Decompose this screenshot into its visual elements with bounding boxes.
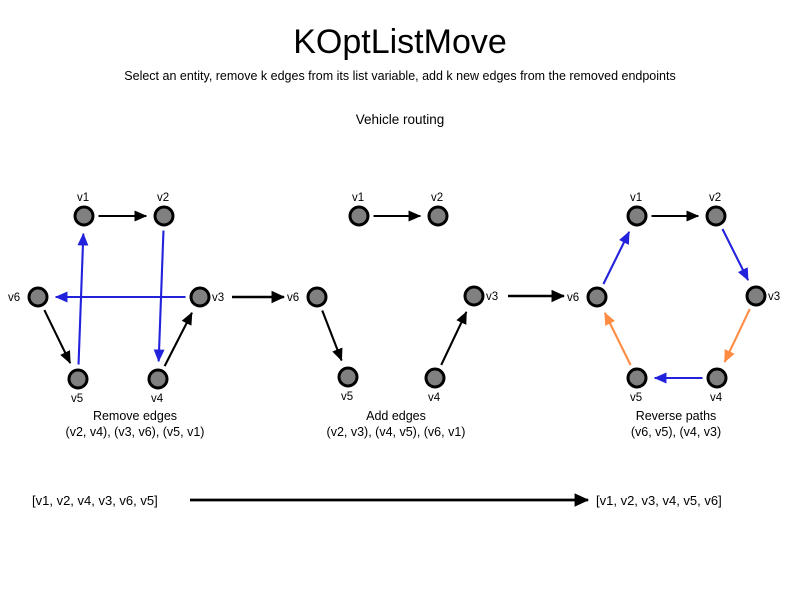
- node-label-panel-reverse-v1: v1: [630, 192, 643, 204]
- edge-panel-reverse-v5-v6: [603, 312, 632, 366]
- node-panel-add-v2[interactable]: [427, 205, 449, 227]
- caption-title-panel-remove: Remove edges: [92, 409, 178, 423]
- edge-panel-reverse-v3-v4: [723, 308, 751, 363]
- node-label-panel-remove-v5: v5: [71, 393, 84, 405]
- caption-detail-panel-add: (v2, v3), (v4, v5), (v6, v1): [326, 425, 466, 439]
- node-label-panel-remove-v3: v3: [212, 292, 225, 304]
- node-label-panel-remove-v2: v2: [157, 192, 170, 204]
- node-panel-add-v4[interactable]: [424, 367, 446, 389]
- caption-detail-panel-reverse: (v6, v5), (v4, v3): [630, 425, 722, 439]
- node-panel-reverse-v5[interactable]: [626, 367, 648, 389]
- node-label-panel-add-v6: v6: [287, 292, 300, 304]
- node-panel-remove-v2[interactable]: [153, 205, 175, 227]
- edge-panel-add-v6-v5: [321, 310, 343, 362]
- node-label-panel-add-v3: v3: [486, 291, 499, 303]
- list-before: [v1, v2, v4, v3, v6, v5]: [32, 493, 158, 508]
- edges-layer: [43, 210, 751, 384]
- node-panel-remove-v5[interactable]: [67, 368, 89, 390]
- node-panel-remove-v4[interactable]: [147, 368, 169, 390]
- node-panel-reverse-v4[interactable]: [706, 367, 728, 389]
- node-panel-reverse-v6[interactable]: [586, 286, 608, 308]
- node-panel-add-v1[interactable]: [348, 205, 370, 227]
- node-label-panel-add-v1: v1: [352, 192, 365, 204]
- caption-detail-panel-remove: (v2, v4), (v3, v6), (v5, v1): [65, 425, 205, 439]
- node-label-panel-remove-v1: v1: [77, 192, 90, 204]
- node-panel-reverse-v3[interactable]: [745, 285, 767, 307]
- edge-panel-reverse-v6-v1: [602, 231, 631, 285]
- node-label-panel-remove-v4: v4: [151, 393, 164, 405]
- page-title: KOptListMove: [293, 23, 507, 61]
- edge-panel-reverse-v2-v3: [721, 228, 750, 281]
- list-after: [v1, v2, v3, v4, v5, v6]: [596, 493, 722, 508]
- transitions-layer: [232, 289, 566, 304]
- node-panel-remove-v1[interactable]: [73, 205, 95, 227]
- node-label-panel-reverse-v2: v2: [709, 192, 722, 204]
- caption-title-panel-reverse: Reverse paths: [635, 409, 717, 423]
- node-panel-reverse-v1[interactable]: [626, 205, 648, 227]
- node-panel-reverse-v2[interactable]: [705, 205, 727, 227]
- node-label-panel-reverse-v6: v6: [567, 292, 580, 304]
- edge-panel-remove-v6-v5: [43, 309, 72, 364]
- node-label-panel-add-v2: v2: [431, 192, 444, 204]
- edge-panel-remove-v2-v4: [153, 230, 165, 363]
- node-panel-add-v6[interactable]: [306, 286, 328, 308]
- edge-panel-remove-v4-v3: [163, 312, 193, 367]
- node-panel-remove-v6[interactable]: [27, 286, 49, 308]
- node-panel-add-v3[interactable]: [463, 285, 485, 307]
- node-label-panel-add-v4: v4: [428, 392, 441, 404]
- caption-title-panel-add: Add edges: [366, 409, 426, 423]
- node-label-panel-reverse-v4: v4: [710, 392, 723, 404]
- nodes-layer: [27, 205, 767, 390]
- node-label-panel-reverse-v5: v5: [630, 392, 643, 404]
- page-subtitle: Select an entity, remove k edges from it…: [124, 69, 676, 83]
- node-panel-remove-v3[interactable]: [189, 286, 211, 308]
- edge-panel-remove-v5-v1: [77, 232, 89, 365]
- node-label-panel-reverse-v3: v3: [768, 291, 781, 303]
- node-panel-add-v5[interactable]: [337, 366, 359, 388]
- node-label-panel-remove-v6: v6: [8, 292, 21, 304]
- node-label-panel-add-v5: v5: [341, 391, 354, 403]
- edge-panel-add-v4-v3: [440, 311, 468, 366]
- section-label: Vehicle routing: [355, 112, 445, 127]
